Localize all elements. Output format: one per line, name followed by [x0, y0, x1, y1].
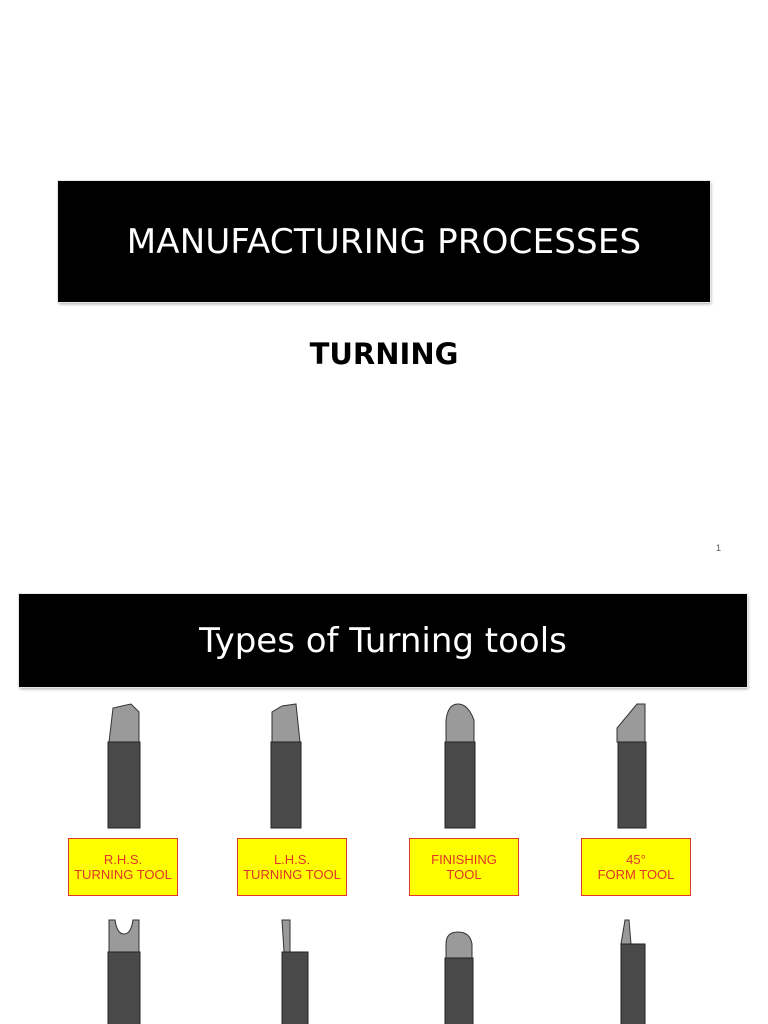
tool-label-45-form: 45° FORM TOOL	[581, 838, 691, 896]
tool-label-finishing: FINISHING TOOL	[409, 838, 519, 896]
page-number: 1	[715, 543, 721, 553]
parting-tool-icon	[281, 919, 309, 1024]
lhs-turning-tool-icon	[270, 703, 302, 829]
slide-heading: Types of Turning tools	[199, 620, 567, 661]
slide-2: Types of Turning tools R.H.S. TURNING TO…	[0, 570, 768, 1024]
form-tool-45-icon	[616, 703, 647, 829]
title-banner: MANUFACTURING PROCESSES	[58, 181, 710, 302]
finishing-tool-icon	[444, 703, 476, 829]
tool-label-lhs: L.H.S. TURNING TOOL	[237, 838, 347, 896]
slide-1: MANUFACTURING PROCESSES TURNING 1	[58, 181, 721, 553]
rhs-turning-tool-icon	[107, 703, 141, 829]
radius-tool-icon	[444, 931, 474, 1024]
slide-title: MANUFACTURING PROCESSES	[126, 221, 642, 262]
turning-tools-figure: R.H.S. TURNING TOOL L.H.S. TURNING TOOL …	[66, 700, 726, 1024]
heading-banner: Types of Turning tools	[19, 594, 747, 687]
threading-tool-icon	[620, 919, 646, 1024]
grooving-tool-icon	[107, 919, 141, 1024]
tool-label-rhs: R.H.S. TURNING TOOL	[68, 838, 178, 896]
slide-subtitle: TURNING	[309, 337, 459, 371]
